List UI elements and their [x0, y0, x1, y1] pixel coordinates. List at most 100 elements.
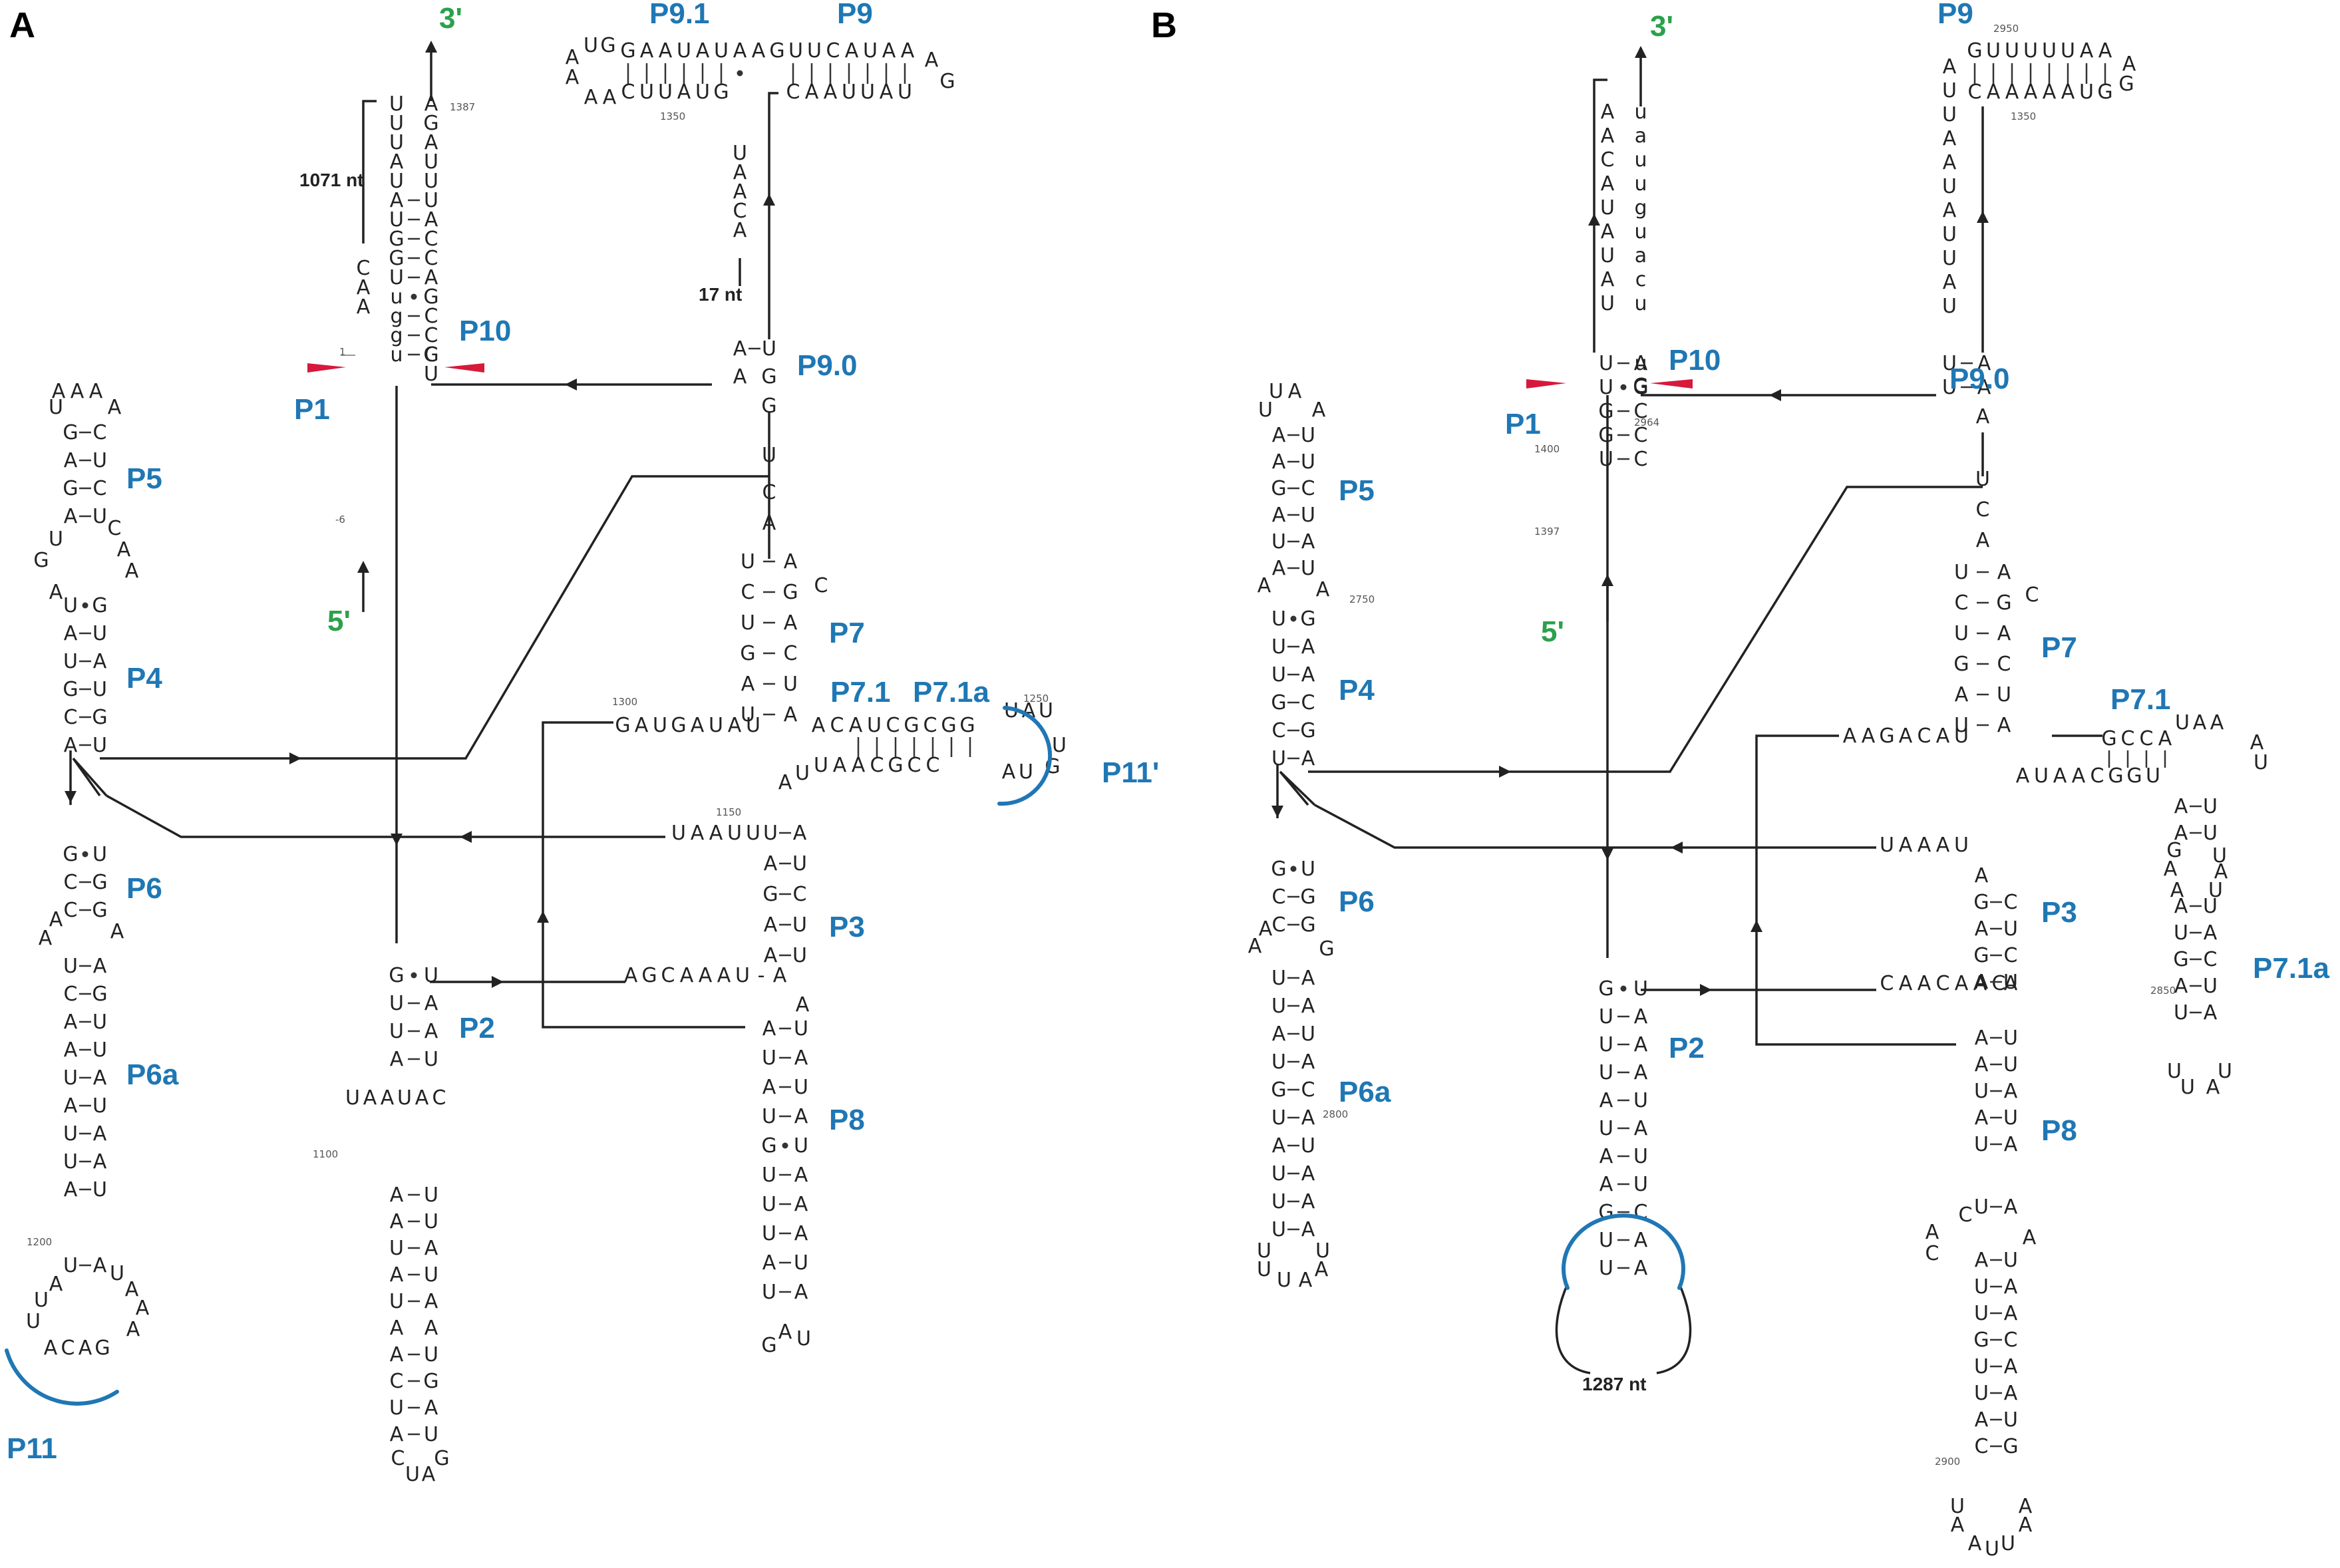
p2-stem-left: G	[389, 964, 404, 987]
p8-loop: A	[778, 1321, 792, 1344]
p5-loop-b: U	[1269, 380, 1283, 403]
p4-stem-b-left: C	[1272, 719, 1286, 742]
label-p6: P6	[126, 872, 162, 905]
p7-1-bottom-b: U	[2146, 764, 2160, 788]
p10-p1-stem-left: g	[390, 305, 403, 328]
p9-1-bottom-strand: A	[677, 80, 691, 104]
p2-stem-b-right: A	[1634, 1257, 1648, 1280]
p2-strand: G	[641, 964, 657, 987]
p6a-stem-b-left: U	[1271, 1106, 1286, 1130]
p7-1-top-strand: A	[635, 714, 649, 737]
p6a-stem-right: A	[93, 1150, 107, 1174]
p7-1a-top-strand: C	[923, 714, 937, 737]
p2-strand-b: A	[1918, 972, 1931, 995]
p9-bottom-strand: A	[805, 80, 819, 104]
p8-loop-b: A	[2019, 1495, 2033, 1518]
p9-top-strand: A	[640, 39, 654, 63]
p4-to-p7-line-b	[1308, 486, 1983, 773]
p10-p1-stem-right: C	[424, 247, 438, 270]
p6a-stem-b-left: A	[1272, 1134, 1286, 1158]
p2-stem-b-left: A	[1599, 1145, 1613, 1168]
p8-stem-right: U	[794, 1251, 808, 1275]
p9-bottom-b: C	[1968, 80, 1982, 104]
base-pair-bonds	[79, 63, 2202, 1448]
arrowhead	[1635, 46, 1647, 58]
wobble-pair-dot	[1620, 384, 1627, 391]
p9-left-strand-b: A	[1943, 271, 1957, 294]
p4-p5-loop: C	[108, 517, 122, 540]
num-1387: 1387	[450, 101, 475, 113]
p1-left-strand-b: U	[1600, 196, 1615, 220]
label-b-p3: P3	[2041, 896, 2077, 929]
wobble-pair-dot	[82, 851, 88, 858]
p6-stem-b-right: G	[1300, 913, 1315, 937]
p2-stem-right: A	[424, 1020, 438, 1043]
cleavage-site-3prime-a	[444, 363, 484, 373]
p7-stem-right: A	[784, 611, 798, 635]
p1-stem-b-left: G	[1598, 424, 1613, 447]
p10-p1-stem-left: G	[389, 247, 404, 270]
p7-1a-bottom-strand: C	[870, 754, 884, 777]
p2-lower-stem-left: U	[389, 1396, 404, 1420]
p3-stem-b-left: A	[1975, 971, 1989, 994]
p8-stem-left: A	[762, 1251, 776, 1275]
p9-left-strand-b: U	[1942, 175, 1957, 198]
p7-top-b: A	[1976, 529, 1990, 552]
p6-stem-b-right: G	[1300, 885, 1315, 909]
label-p9-1: P9.1	[649, 0, 710, 30]
num-1400: 1400	[1534, 443, 1560, 455]
p3-stem-left: A	[764, 852, 778, 875]
p2-stem-b-right: U	[1633, 977, 1648, 1001]
p7-top-b: C	[1976, 498, 1990, 522]
p7-1-top-strand: U	[746, 714, 760, 737]
p2-stem-b-left: U	[1599, 1033, 1613, 1056]
label-b-p7: P7	[2041, 631, 2077, 664]
arrowhead	[1769, 389, 1781, 401]
p10-p1-stem-left: U	[389, 208, 404, 232]
p5-loop: A	[71, 380, 84, 403]
p2-loop-bottom: U	[405, 1463, 420, 1486]
p9-top-strand: A	[845, 39, 859, 63]
p3-stem-b-left: G	[1973, 944, 1989, 967]
p8-loop-b: U	[1985, 1537, 1999, 1561]
p9-top-b: U	[2061, 39, 2075, 63]
arrowhead	[357, 561, 369, 573]
label-p5: P5	[126, 462, 162, 495]
p5-stem-b-right: A	[1301, 530, 1315, 553]
p10-u-b: u	[1634, 352, 1647, 375]
p3-top-strand: A	[709, 822, 723, 845]
arrowhead	[565, 379, 577, 391]
label-p4: P4	[126, 662, 162, 695]
p9-0-stem-b-left: U	[1942, 376, 1957, 399]
p10-p1-stem-left: U	[389, 266, 404, 289]
p4-to-p7-line	[100, 475, 769, 760]
p7-1-left-b: A	[1843, 724, 1857, 748]
p10-right-strand: A	[424, 131, 438, 154]
p7-1-loop-b: U	[2175, 711, 2190, 734]
p9-top-b: U	[2005, 39, 2019, 63]
num-2964: 2964	[1634, 416, 1659, 428]
p8-stem-b-left: U	[1974, 1133, 1989, 1156]
p10-left-strand: U	[389, 131, 404, 154]
p5-stem-left: G	[63, 421, 78, 444]
num-1150: 1150	[716, 806, 741, 818]
label-p11-prime: P11'	[1102, 756, 1159, 789]
p8-lower-b-right: A	[2004, 1355, 2018, 1378]
p10-p1-stem-left: G	[389, 228, 404, 251]
wobble-pair-dot	[1290, 615, 1297, 622]
p7-1-left-b: U	[1954, 724, 1969, 748]
p7-stem-right: A	[784, 703, 798, 726]
p1-left-strand-b: A	[1601, 268, 1615, 291]
p9-0-A-b: A	[1976, 405, 1990, 428]
p1-left-strand-b: U	[1600, 244, 1615, 267]
p9-1-loop: A	[566, 46, 580, 69]
p9-left-strand-b: A	[1943, 151, 1957, 174]
p2-strand: C	[661, 964, 675, 987]
p6-stem-right: G	[92, 899, 107, 922]
p2-lower-stem-right: U	[424, 1210, 438, 1233]
p8-stem-right: U	[794, 1017, 808, 1040]
p4-stem-b-left: U	[1271, 607, 1286, 631]
p1-stem-b-right: C	[1634, 448, 1648, 471]
p6a-stem-b-right: A	[1301, 995, 1315, 1018]
